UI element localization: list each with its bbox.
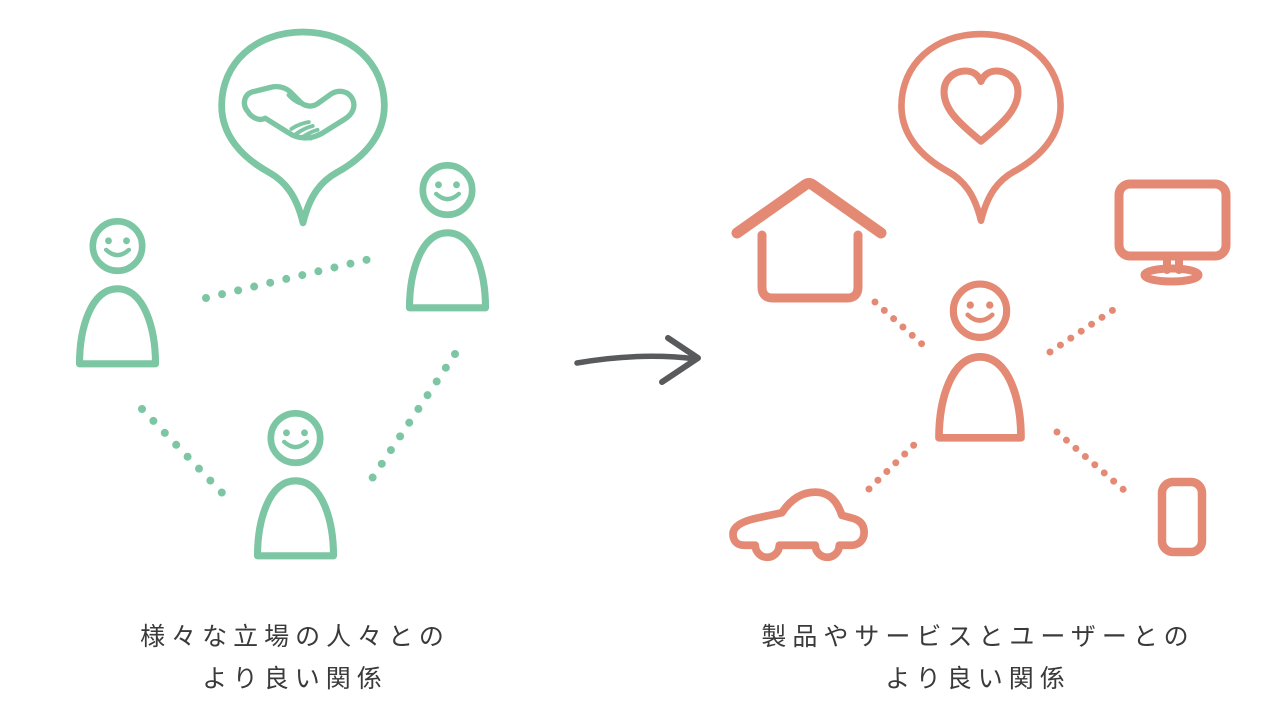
dotted-connector: [865, 298, 1136, 501]
person-icon: [253, 410, 338, 560]
right-caption-line2: より良い関係: [885, 665, 1071, 693]
transition-arrow-icon: [574, 335, 701, 385]
monitor-icon: [1114, 179, 1231, 286]
heart-icon: [940, 67, 1022, 145]
heart-bubble-icon: [898, 30, 1064, 224]
left-caption-line1: 様々な立場の人々との: [140, 623, 450, 651]
dotted-connector: [138, 255, 459, 502]
left-caption: 様々な立場の人々との より良い関係: [55, 616, 535, 700]
right-caption-line1: 製品やサービスとユーザーとの: [761, 623, 1195, 651]
handshake-bubble-icon: [218, 28, 388, 227]
smartphone-icon: [1157, 477, 1207, 557]
handshake-icon: [241, 83, 357, 141]
car-icon: [729, 488, 868, 562]
person-icon: [935, 280, 1025, 442]
person-icon: [405, 162, 490, 312]
left-caption-line2: より良い関係: [202, 665, 388, 693]
right-caption: 製品やサービスとユーザーとの より良い関係: [738, 616, 1218, 700]
person-icon: [75, 218, 160, 368]
house-icon: [731, 178, 887, 303]
